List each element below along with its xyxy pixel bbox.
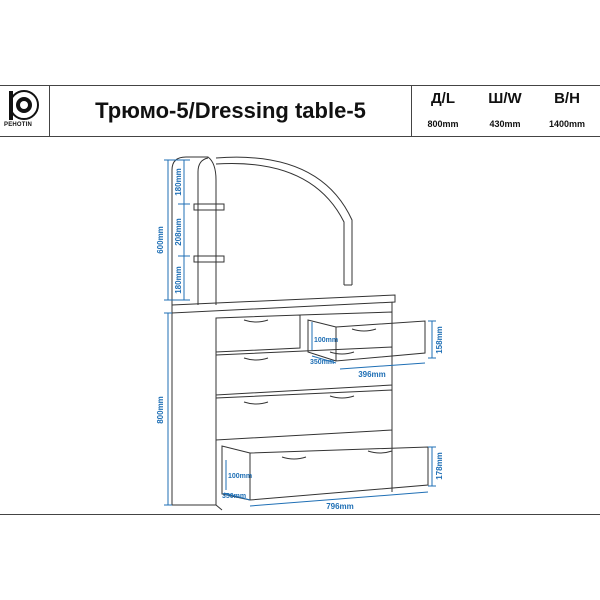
page-title: Трюмо-5/Dressing table-5 — [50, 85, 412, 136]
dim-shelf-top: 180mm — [174, 168, 183, 196]
brand-name: PEHOTIN — [4, 122, 33, 128]
header: PEHOTIN Трюмо-5/Dressing table-5 Д/L 800… — [0, 85, 600, 137]
dim-bottom-drawer-height: 178mm — [435, 452, 444, 480]
dim-bottom-drawer-width: 796mm — [326, 502, 354, 511]
brand-logo: PEHOTIN — [0, 85, 50, 136]
dimension-height: В/Н 1400mm — [548, 90, 586, 129]
dim-shelf-bottom: 180mm — [174, 266, 183, 294]
dim-top-drawer-height: 158mm — [435, 326, 444, 354]
sheet-frame — [0, 85, 600, 515]
dim-top-drawer-width: 396mm — [358, 370, 386, 379]
dimension-lines — [164, 159, 436, 507]
dimension-length: Д/L 800mm — [427, 90, 459, 129]
logo-emblem-icon — [9, 90, 39, 120]
dim-top-total: 600mm — [156, 226, 165, 254]
dim-top-drawer-length: 350mm — [310, 359, 334, 366]
dim-shelf-mid: 208mm — [174, 218, 183, 246]
dimension-table: Д/L 800mm Ш/W 430mm В/Н 1400mm — [412, 85, 600, 136]
dim-bottom-drawer-depth: 100mm — [228, 473, 252, 480]
furniture-outline — [171, 156, 429, 511]
dimension-width: Ш/W 430mm — [488, 90, 522, 129]
dim-body-height: 800mm — [156, 396, 165, 424]
dim-top-drawer-depth: 100mm — [314, 337, 338, 344]
dimension-labels: 600mm 180mm 208mm 180mm 800mm 100mm 350m… — [156, 168, 444, 511]
dim-bottom-drawer-length: 350mm — [222, 493, 246, 500]
